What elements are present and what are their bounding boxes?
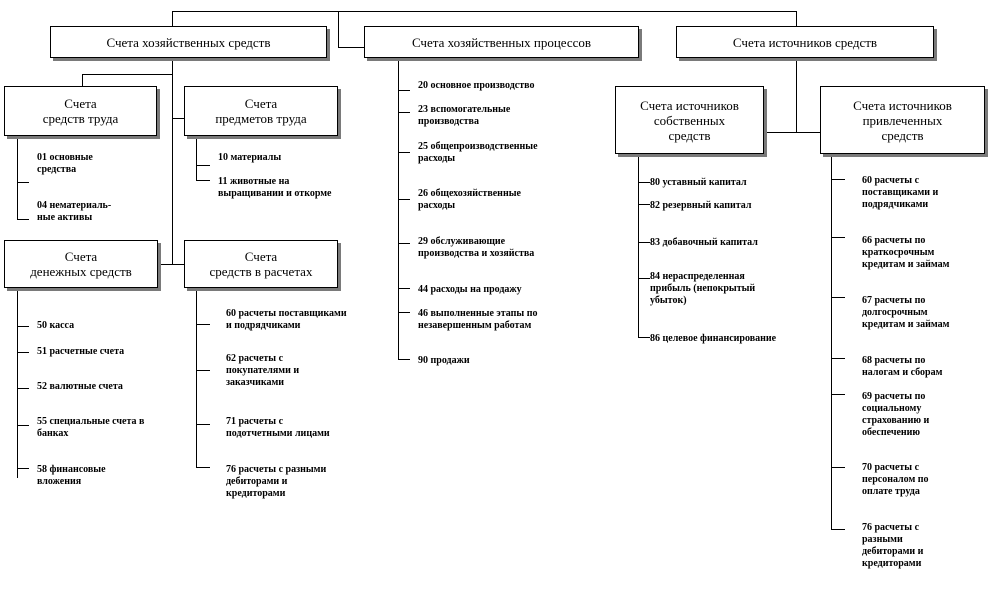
connector-to-processes bbox=[338, 47, 364, 48]
connector-borrowed-1 bbox=[831, 179, 845, 180]
connector-assets-trunk bbox=[172, 58, 173, 264]
settlements-accounts-box: Счета средств в расчетах bbox=[184, 240, 338, 288]
own-item-83: 83 добавочный капитал bbox=[650, 237, 758, 248]
connector-process-7 bbox=[398, 312, 410, 313]
connector-borrowed-4 bbox=[831, 358, 845, 359]
connector-own-1 bbox=[638, 182, 650, 183]
connector-to-money bbox=[158, 264, 184, 265]
connector-borrowed-6 bbox=[831, 467, 845, 468]
settlements-item-62: 62 расчеты с покупателями и заказчиками bbox=[226, 353, 300, 388]
connector-settlements-4 bbox=[196, 467, 210, 468]
connector-assets-left bbox=[82, 74, 172, 75]
processes-accounts-box: Счета хозяйственных процессов bbox=[364, 26, 639, 58]
connector-borrowed-items bbox=[831, 154, 832, 530]
borrowed-item-68: 68 расчеты по налогам и сборам bbox=[862, 355, 943, 378]
process-item-44: 44 расходы на продажу bbox=[418, 284, 522, 295]
borrowed-item-66: 66 расчеты по краткосрочным кредитам и з… bbox=[862, 235, 950, 270]
process-item-20: 20 основное производство bbox=[418, 80, 535, 91]
connector-money-3 bbox=[17, 388, 29, 389]
connector-money-5 bbox=[17, 468, 29, 469]
own-item-82: 82 резервный капитал bbox=[650, 200, 752, 211]
connector-process-2 bbox=[398, 112, 410, 113]
connector-top bbox=[172, 11, 796, 12]
connector-to-objects bbox=[172, 118, 184, 119]
own-item-80: 80 уставный капитал bbox=[650, 177, 747, 188]
objects-item-11: 11 животные на выращивании и откорме bbox=[218, 176, 332, 199]
connector-process-1 bbox=[398, 90, 410, 91]
money-item-58: 58 финансовые вложения bbox=[37, 464, 106, 487]
connector-objects-1 bbox=[196, 165, 210, 166]
connector-process-5 bbox=[398, 243, 410, 244]
connector-sources-branch bbox=[764, 132, 820, 133]
labor-item-01: 01 основные средства bbox=[37, 152, 93, 175]
labor-item-04: 04 нематериаль- ные активы bbox=[37, 200, 112, 223]
connector-money-1 bbox=[17, 326, 29, 327]
connector-own-2 bbox=[638, 204, 650, 205]
connector-borrowed-7 bbox=[831, 529, 845, 530]
money-item-51: 51 расчетные счета bbox=[37, 346, 125, 357]
connector-top-left bbox=[172, 11, 173, 26]
connector-money-items bbox=[17, 288, 18, 478]
money-item-52: 52 валютные счета bbox=[37, 381, 123, 392]
connector-process-items bbox=[398, 58, 399, 360]
connector-settlements-3 bbox=[196, 424, 210, 425]
money-item-55: 55 специальные счета в банках bbox=[37, 416, 145, 439]
process-item-29: 29 обслуживающие производства и хозяйств… bbox=[418, 236, 535, 259]
borrowed-sources-box: Счета источников привлеченных средств bbox=[820, 86, 985, 154]
connector-settlements-2 bbox=[196, 370, 210, 371]
sources-accounts-box: Счета источников средств bbox=[676, 26, 934, 58]
assets-accounts-box: Счета хозяйственных средств bbox=[50, 26, 327, 58]
connector-money-4 bbox=[17, 425, 29, 426]
process-item-25: 25 общепроизводственные расходы bbox=[418, 141, 538, 164]
connector-process-6 bbox=[398, 288, 410, 289]
connector-own-4 bbox=[638, 278, 650, 279]
objects-item-10: 10 материалы bbox=[218, 152, 282, 163]
connector-labor-items bbox=[17, 136, 18, 220]
settlements-item-76: 76 расчеты с разными дебиторами и кредит… bbox=[226, 464, 327, 499]
connector-own-items bbox=[638, 154, 639, 338]
money-item-50: 50 касса bbox=[37, 320, 75, 331]
connector-labor-1 bbox=[17, 182, 29, 183]
connector-own-3 bbox=[638, 242, 650, 243]
process-item-46: 46 выполненные этапы по незавершенным ра… bbox=[418, 308, 538, 331]
borrowed-item-60: 60 расчеты с поставщиками и подрядчиками bbox=[862, 175, 939, 210]
connector-process-3 bbox=[398, 152, 410, 153]
connector-borrowed-3 bbox=[831, 297, 845, 298]
connector-process-4 bbox=[398, 199, 410, 200]
connector-sources-trunk bbox=[796, 58, 797, 132]
connector-process-8 bbox=[398, 359, 410, 360]
connector-objects-items bbox=[196, 136, 197, 181]
borrowed-item-67: 67 расчеты по долгосрочным кредитам и за… bbox=[862, 295, 950, 330]
process-item-26: 26 общехозяйственные расходы bbox=[418, 188, 521, 211]
own-item-86: 86 целевое финансирование bbox=[650, 333, 777, 344]
borrowed-item-76: 76 расчеты с разными дебиторами и кредит… bbox=[862, 522, 924, 569]
process-item-23: 23 вспомогательные производства bbox=[418, 104, 511, 127]
connector-settlements-1 bbox=[196, 324, 210, 325]
connector-top-middle bbox=[338, 11, 339, 48]
connector-money-2 bbox=[17, 352, 29, 353]
labor-accounts-box: Счета средств труда bbox=[4, 86, 157, 136]
connector-objects-2 bbox=[196, 180, 210, 181]
connector-borrowed-2 bbox=[831, 237, 845, 238]
connector-settlements-items bbox=[196, 288, 197, 468]
borrowed-item-70: 70 расчеты с персоналом по оплате труда bbox=[862, 462, 929, 497]
connector-own-5 bbox=[638, 337, 650, 338]
own-item-84: 84 нераспределенная прибыль (непокрытый … bbox=[650, 271, 756, 306]
own-sources-box: Счета источников собственных средств bbox=[615, 86, 764, 154]
connector-to-labor bbox=[82, 74, 83, 86]
process-item-90: 90 продажи bbox=[418, 355, 470, 366]
settlements-item-71: 71 расчеты с подотчетными лицами bbox=[226, 416, 330, 439]
connector-borrowed-5 bbox=[831, 394, 845, 395]
objects-accounts-box: Счета предметов труда bbox=[184, 86, 338, 136]
settlements-item-60: 60 расчеты поставщиками и подрядчиками bbox=[226, 308, 347, 331]
connector-top-right bbox=[796, 11, 797, 26]
money-accounts-box: Счета денежных средств bbox=[4, 240, 158, 288]
connector-labor-2 bbox=[17, 219, 29, 220]
borrowed-item-69: 69 расчеты по социальному страхованию и … bbox=[862, 391, 930, 438]
